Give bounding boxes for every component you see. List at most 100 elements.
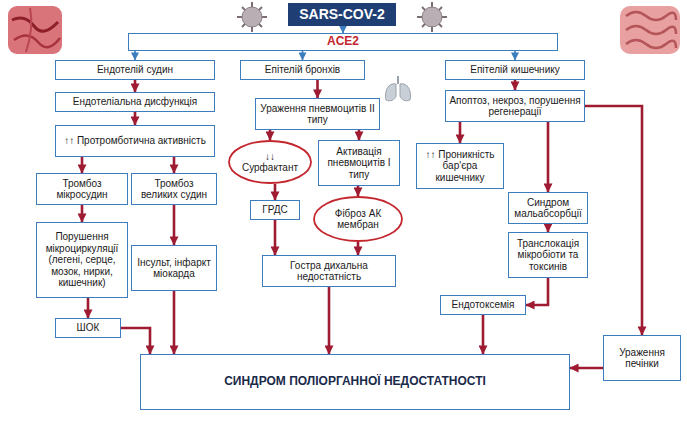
node-text: Апоптоз, некроз, порушення регенерації xyxy=(449,95,581,118)
flow-arrow xyxy=(173,157,176,173)
vessel-line xyxy=(12,18,58,31)
flow-arrow xyxy=(570,367,603,370)
node-text: ↑↑ Проникність бар'єра кишечнику xyxy=(420,149,500,184)
flow-arrow xyxy=(514,80,517,90)
flow-arrow xyxy=(357,242,360,255)
process-box: ↑↑ Протромботична активність xyxy=(55,125,215,157)
process-box: Ендотеліальна дисфункція xyxy=(55,92,215,112)
process-box: Ураження пневмоцитів II типу xyxy=(255,98,380,130)
flow-arrow xyxy=(81,157,84,173)
intestine-ground xyxy=(620,6,680,54)
virus-spike xyxy=(242,7,262,27)
process-box: Активація пневмоцитів I типу xyxy=(318,140,400,186)
process-box: Тромбоз великих судин xyxy=(131,173,217,205)
process-box: Інсульт, інфаркт міокарда xyxy=(131,245,217,291)
process-box: Апоптоз, некроз, порушення регенерації xyxy=(445,90,585,122)
node-text: Активація пневмоцитів I типу xyxy=(322,146,396,181)
node-text: Ендотелій судин xyxy=(97,64,173,76)
lungs-picture xyxy=(385,76,410,101)
process-box: Епітелій бронхів xyxy=(240,60,365,80)
virus-spike xyxy=(422,7,442,27)
node-text: Епітелій бронхів xyxy=(265,64,340,76)
flow-arrow xyxy=(342,26,344,33)
process-box: Епітелій кишечнику xyxy=(445,60,585,80)
process-box: Транслокація мікробіоти та токсинів xyxy=(508,232,588,278)
flow-arrow xyxy=(302,51,304,60)
ellipse-shape xyxy=(314,197,402,241)
ellipse-shape xyxy=(229,141,311,183)
node-text: Ураження печінки xyxy=(607,347,677,370)
node-text: ГРДС xyxy=(262,204,287,216)
node-text: ↓↓ Сурфактант xyxy=(240,151,300,174)
intestine-picture xyxy=(620,6,680,54)
flow-arrow xyxy=(482,315,485,354)
virus-body xyxy=(242,7,262,27)
flow-arrow xyxy=(547,122,550,192)
node-text: Ураження пневмоцитів II типу xyxy=(259,103,376,126)
flow-arrow xyxy=(269,130,272,140)
node-text: Порушення мікроциркуляції (легені, серце… xyxy=(40,231,124,289)
flow-arrow xyxy=(134,112,137,125)
lung-lobe xyxy=(400,84,411,101)
virus-body xyxy=(422,7,442,27)
flow-arrow xyxy=(357,186,360,196)
flow-arrow xyxy=(316,80,319,98)
process-box: ГРДС xyxy=(250,200,300,220)
flow-arrow xyxy=(459,122,462,143)
node-text: Ендотеліальна дисфункція xyxy=(73,96,197,108)
process-box: Тромбоз мікросудин xyxy=(36,173,128,205)
flow-arrow xyxy=(585,106,642,335)
node-text: Тромбоз великих судин xyxy=(135,178,213,201)
virus-picture xyxy=(417,2,447,32)
process-box: Ендотоксемія xyxy=(440,295,526,315)
lung-lobe xyxy=(385,84,396,101)
flow-arrow xyxy=(274,220,277,255)
node-text: Гостра дихальна недостатність xyxy=(266,260,392,283)
flow-arrow xyxy=(328,287,331,354)
node-text: SARS-COV-2 xyxy=(299,6,385,22)
node-text: Інсульт, інфаркт міокарда xyxy=(135,257,213,280)
flow-arrow xyxy=(526,278,548,305)
process-box: Ендотелій судин xyxy=(55,60,215,80)
process-box: Синдром мальабсорбції xyxy=(508,192,588,224)
vessel-line xyxy=(14,35,60,47)
node-text: Транслокація мікробіоти та токсинів xyxy=(512,238,584,273)
flow-arrow xyxy=(173,205,176,245)
node-text: ↑↑ Протромботична активність xyxy=(64,135,206,147)
flow-arrow xyxy=(81,205,84,222)
virus-box: SARS-COV-2 xyxy=(288,3,396,26)
outcome-box: Ураження печінки xyxy=(603,335,681,381)
virus-spike xyxy=(422,7,442,27)
node-text: Синдром мальабсорбції xyxy=(512,197,584,220)
flow-arrow xyxy=(121,328,150,354)
flow-arrow xyxy=(547,224,550,232)
node-text: Епітелій кишечнику xyxy=(470,64,559,76)
node-text: Тромбоз мікросудин xyxy=(40,178,124,201)
vessel-tissue-picture xyxy=(8,6,62,54)
trachea xyxy=(397,76,399,84)
tissue-ground xyxy=(8,6,62,54)
flow-arrow xyxy=(173,291,176,354)
virus-spike xyxy=(242,7,262,27)
vessel-line xyxy=(26,8,31,52)
virus-picture xyxy=(237,2,267,32)
process-box: Порушення мікроциркуляції (легені, серце… xyxy=(36,222,128,298)
process-box: ↑↑ Проникність бар'єра кишечнику xyxy=(416,143,504,189)
highlight-ellipse: ↓↓ Сурфактант xyxy=(228,140,312,184)
flow-arrow xyxy=(514,51,516,60)
outcome-box: ШОК xyxy=(55,318,121,338)
node-text: СИНДРОМ ПОЛІОРГАННОЇ НЕДОСТАТНОСТІ xyxy=(224,375,486,389)
node-text: Фіброз АК мембран xyxy=(325,208,391,231)
intestine-folds xyxy=(626,12,676,48)
node-text: ШОК xyxy=(77,322,100,334)
node-text: ACE2 xyxy=(327,35,359,49)
outcome-box: СИНДРОМ ПОЛІОРГАННОЇ НЕДОСТАТНОСТІ xyxy=(140,354,570,410)
process-box: Гостра дихальна недостатність xyxy=(262,255,396,287)
node-text: Ендотоксемія xyxy=(452,299,515,311)
flow-arrow xyxy=(274,184,277,200)
receptor-box: ACE2 xyxy=(128,33,558,51)
flow-arrow xyxy=(87,298,90,318)
flow-arrow xyxy=(358,130,361,140)
